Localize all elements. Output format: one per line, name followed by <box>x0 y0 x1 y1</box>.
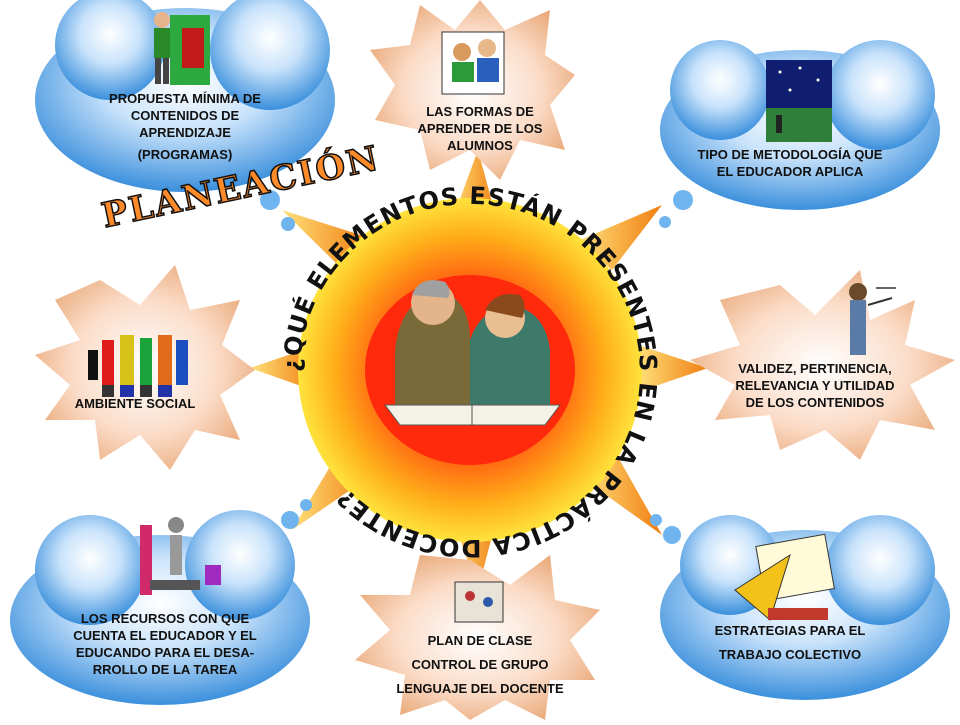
node-middle-left: AMBIENTE SOCIAL <box>74 396 196 411</box>
justice-statue-illustration <box>849 283 896 355</box>
people-group-illustration <box>88 335 188 397</box>
robot-arm-illustration <box>140 517 221 595</box>
geometry-tools-illustration <box>734 533 835 621</box>
children-studying-illustration <box>441 31 505 95</box>
node-bottom-right: ESTRATEGIAS PARA EL TRABAJO COLECTIVO <box>714 623 866 662</box>
classroom-scene-illustration <box>454 581 504 623</box>
burst-bottom-center <box>355 555 600 720</box>
arrow-top-right <box>580 205 662 270</box>
node-bottom-left: LOS RECURSOS CON QUE CUENTA EL EDUCADOR … <box>73 611 257 677</box>
node-bottom-center: PLAN DE CLASE CONTROL DE GRUPO LENGUAJE … <box>396 633 564 696</box>
teacher-at-board-illustration <box>154 12 210 85</box>
node-top-left: PROPUESTA MÍNIMA DE CONTENIDOS DE APREND… <box>109 91 261 162</box>
teacher-student-illustration <box>384 280 561 426</box>
node-middle-right: VALIDEZ, PERTINENCIA, RELEVANCIA Y UTILI… <box>735 361 895 410</box>
node-top-right: TIPO DE METODOLOGÍA QUE EL EDUCADOR APLI… <box>697 147 883 179</box>
night-scene-illustration <box>766 60 832 142</box>
cloud-bottom-left <box>10 499 312 705</box>
node-top-center: LAS FORMAS DE APRENDER DE LOS ALUMNOS <box>417 104 543 153</box>
cloud-top-left <box>35 0 335 231</box>
arrow-right <box>638 345 708 392</box>
burst-middle-right <box>690 270 955 460</box>
